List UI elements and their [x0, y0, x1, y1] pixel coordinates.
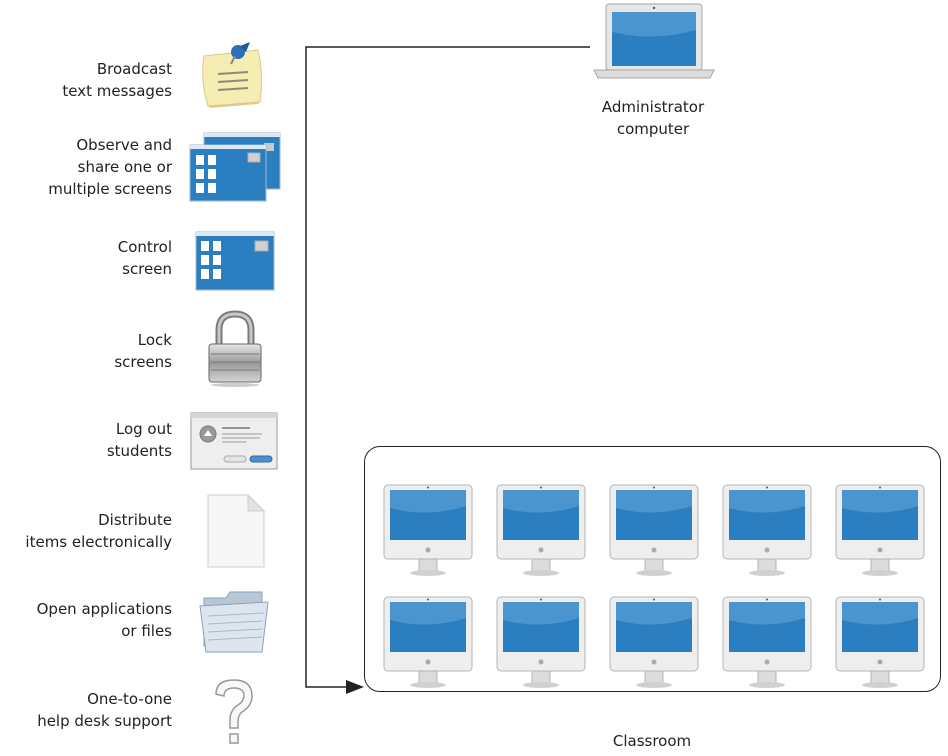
- feature-label-logout: Log out students: [106, 420, 172, 460]
- classroom-label: Classroom: [612, 732, 692, 750]
- imac-icon: [609, 596, 699, 694]
- imac-icon: [609, 484, 699, 582]
- feature-label-distribute: Distribute items electronically: [25, 511, 172, 551]
- imac-icon: [835, 596, 925, 694]
- classroom-box: [364, 446, 941, 692]
- multiple-screens-icon: [189, 132, 281, 202]
- feature-label-broadcast: Broadcast text messages: [62, 60, 172, 100]
- padlock-icon: [208, 310, 262, 387]
- imac-icon: [496, 596, 586, 694]
- imac-icon: [496, 484, 586, 582]
- admin-computer-label: Administrator computer: [601, 98, 705, 138]
- feature-label-observe: Observe and share one or multiple screen…: [48, 136, 172, 198]
- question-mark-icon: [215, 679, 253, 744]
- feature-label-helpdesk: One-to-one help desk support: [37, 690, 172, 730]
- sticky-note-icon: [202, 42, 263, 108]
- laptop-icon: [593, 3, 715, 79]
- logout-dialog-icon: [190, 412, 278, 470]
- imac-icon: [835, 484, 925, 582]
- folder-icon: [199, 591, 269, 653]
- imac-icon: [383, 484, 473, 582]
- screen-icon: [195, 231, 275, 291]
- document-icon: [207, 493, 266, 568]
- feature-label-lock: Lock screens: [114, 331, 172, 371]
- imac-icon: [383, 596, 473, 694]
- feature-label-control: Control screen: [117, 238, 172, 278]
- feature-label-open: Open applications or files: [36, 600, 172, 640]
- imac-icon: [722, 484, 812, 582]
- imac-icon: [722, 596, 812, 694]
